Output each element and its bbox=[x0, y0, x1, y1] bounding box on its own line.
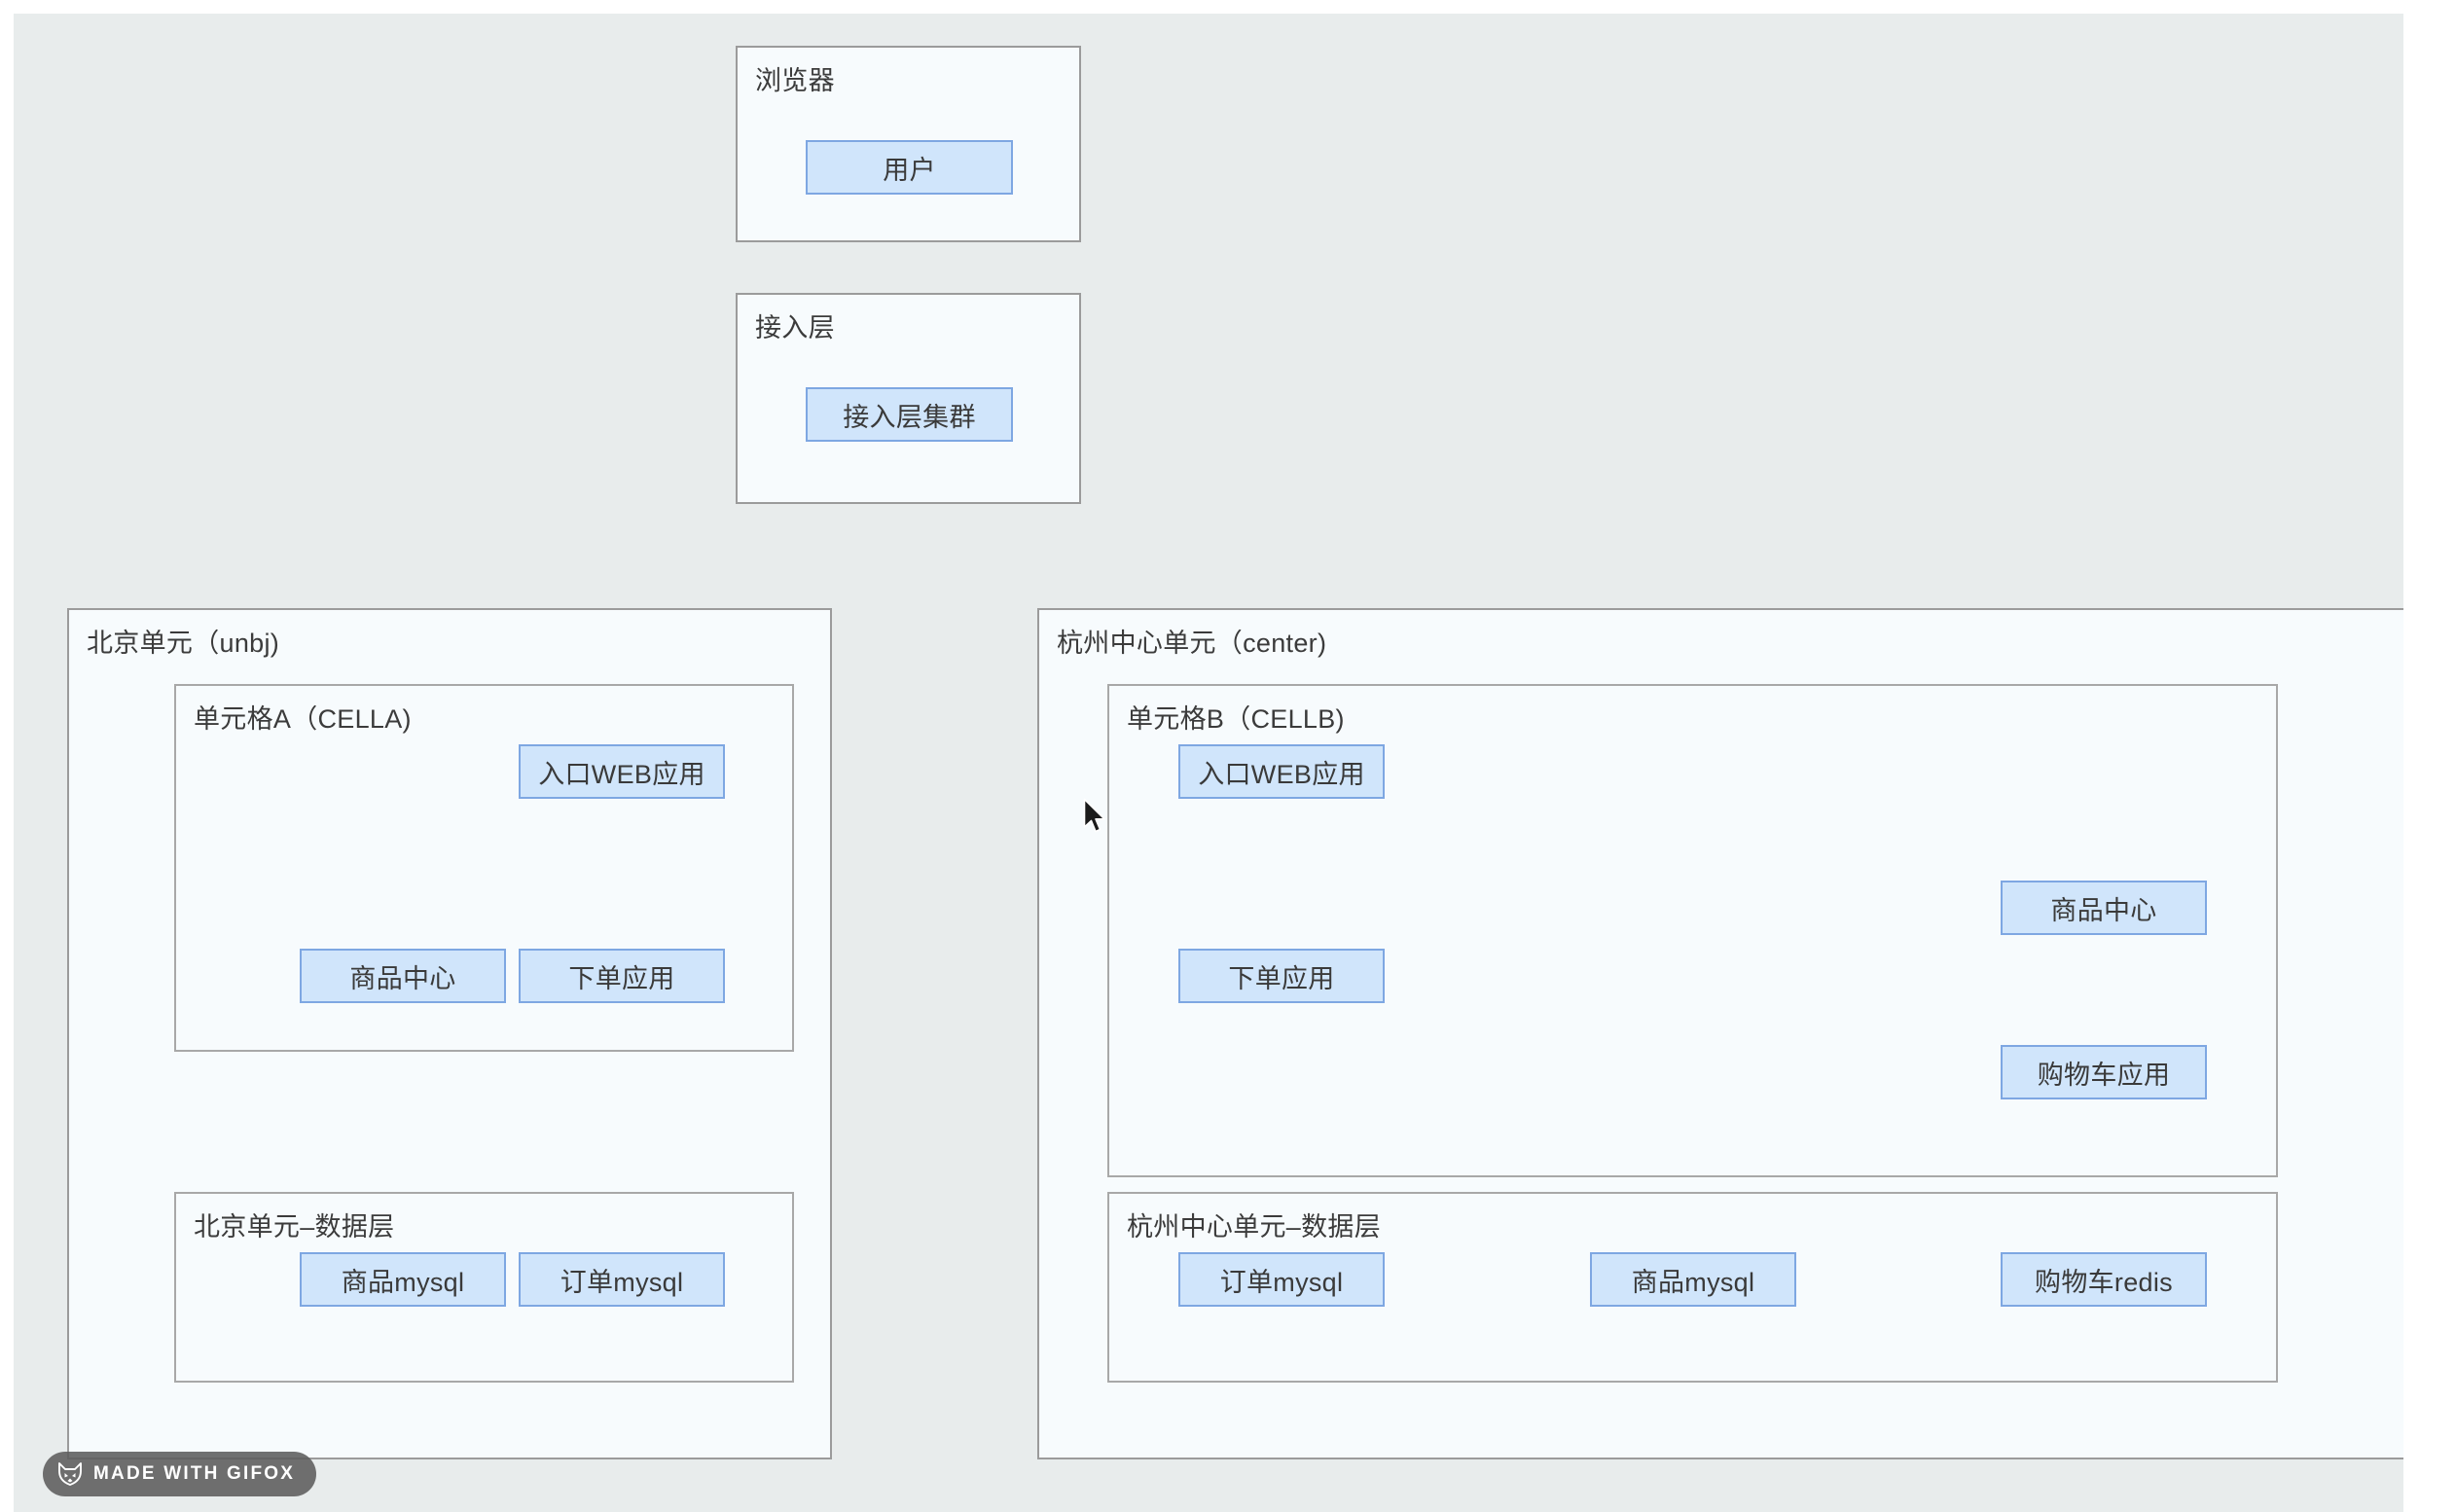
node-beijing-product-mysql[interactable]: 商品mysql bbox=[300, 1252, 506, 1307]
group-cell-a[interactable]: 单元格A（CELLA) 入口WEB应用 商品中心 下单应用 bbox=[174, 684, 794, 1052]
node-cellb-cart-app[interactable]: 购物车应用 bbox=[2001, 1045, 2207, 1099]
node-cellb-order-app[interactable]: 下单应用 bbox=[1178, 949, 1385, 1003]
node-hangzhou-order-mysql[interactable]: 订单mysql bbox=[1178, 1252, 1385, 1307]
node-hangzhou-product-mysql[interactable]: 商品mysql bbox=[1590, 1252, 1796, 1307]
group-access-layer[interactable]: 接入层 接入层集群 bbox=[736, 293, 1081, 504]
gifox-watermark-label: MADE WITH GIFOX bbox=[93, 1463, 296, 1484]
group-beijing-data-layer[interactable]: 北京单元–数据层 商品mysql 订单mysql bbox=[174, 1192, 794, 1383]
node-cella-order-app[interactable]: 下单应用 bbox=[519, 949, 725, 1003]
gifox-watermark: MADE WITH GIFOX bbox=[43, 1452, 317, 1496]
group-cell-b-title: 单元格B（CELLB) bbox=[1127, 704, 1345, 734]
node-cellb-web-entry[interactable]: 入口WEB应用 bbox=[1178, 744, 1385, 799]
node-beijing-order-mysql[interactable]: 订单mysql bbox=[519, 1252, 725, 1307]
group-hangzhou-data-layer-title: 杭州中心单元–数据层 bbox=[1127, 1212, 1382, 1242]
node-cellb-product-center[interactable]: 商品中心 bbox=[2001, 881, 2207, 935]
group-beijing-unit-title: 北京单元（unbj) bbox=[87, 629, 280, 658]
group-beijing-unit[interactable]: 北京单元（unbj) 单元格A（CELLA) 入口WEB应用 商品中心 下单应用… bbox=[67, 608, 832, 1459]
group-browser[interactable]: 浏览器 用户 bbox=[736, 46, 1081, 242]
node-user[interactable]: 用户 bbox=[806, 140, 1013, 195]
group-hangzhou-center-unit[interactable]: 杭州中心单元（center) 单元格B（CELLB) 入口WEB应用 商品中心 … bbox=[1037, 608, 2403, 1459]
node-cella-product-center[interactable]: 商品中心 bbox=[300, 949, 506, 1003]
group-hangzhou-data-layer[interactable]: 杭州中心单元–数据层 订单mysql 商品mysql 购物车redis bbox=[1107, 1192, 2278, 1383]
group-beijing-data-layer-title: 北京单元–数据层 bbox=[194, 1212, 395, 1242]
fox-head-icon bbox=[56, 1461, 84, 1487]
node-hangzhou-cart-redis[interactable]: 购物车redis bbox=[2001, 1252, 2207, 1307]
group-cell-a-title: 单元格A（CELLA) bbox=[194, 704, 412, 734]
group-browser-title: 浏览器 bbox=[755, 66, 835, 95]
diagram-canvas: 浏览器 用户 接入层 接入层集群 北京单元（unbj) 单元格A（CELLA) … bbox=[14, 14, 2403, 1512]
node-access-layer-cluster[interactable]: 接入层集群 bbox=[806, 387, 1013, 442]
group-access-layer-title: 接入层 bbox=[755, 313, 835, 342]
group-cell-b[interactable]: 单元格B（CELLB) 入口WEB应用 商品中心 下单应用 购物车应用 bbox=[1107, 684, 2278, 1177]
node-cella-web-entry[interactable]: 入口WEB应用 bbox=[519, 744, 725, 799]
group-hangzhou-center-unit-title: 杭州中心单元（center) bbox=[1057, 629, 1327, 658]
